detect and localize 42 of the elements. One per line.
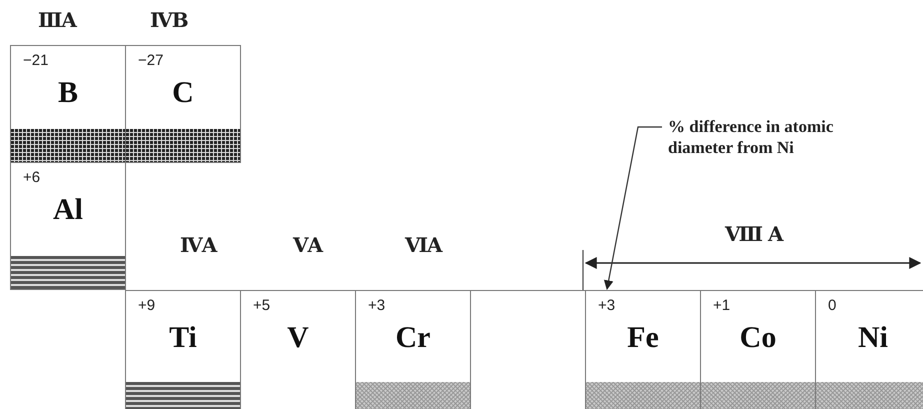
- diameter-difference: +9: [138, 297, 156, 314]
- group-label: ⅤA: [293, 233, 322, 257]
- element-symbol: Co: [738, 321, 778, 355]
- element-symbol: Al: [52, 193, 84, 227]
- element-cell: [585, 290, 701, 409]
- crosshatched-bar: [11, 129, 125, 162]
- group-label: ⅣA: [180, 233, 216, 257]
- striped-bar: [126, 382, 240, 409]
- element-symbol: B: [56, 76, 79, 110]
- element-cell: [700, 290, 816, 409]
- diameter-difference: −27: [138, 52, 164, 69]
- element-symbol: C: [171, 76, 195, 110]
- striped-bar: [11, 256, 125, 289]
- element-cell: [815, 290, 923, 409]
- diameter-difference: +6: [23, 169, 40, 186]
- leader-line: [604, 126, 662, 290]
- dotted-bar: [816, 382, 923, 409]
- element-symbol: Ti: [168, 321, 198, 355]
- diameter-difference: +3: [598, 297, 616, 314]
- group-label: ⅣB: [150, 8, 188, 32]
- element-cell: [125, 290, 241, 409]
- diameter-difference: −21: [23, 52, 48, 69]
- dotted-bar: [356, 382, 470, 409]
- dotted-bar: [586, 382, 700, 409]
- element-cell: [10, 162, 126, 290]
- group-label: ⅥA: [405, 233, 442, 257]
- diameter-difference: +1: [713, 297, 730, 314]
- crosshatched-bar: [126, 129, 240, 162]
- dotted-bar: [701, 382, 815, 409]
- element-symbol: Fe: [626, 321, 660, 355]
- diameter-difference: 0: [828, 297, 836, 314]
- annotation-text: % difference in atomic diameter from Ni: [668, 116, 888, 158]
- element-symbol: V: [286, 321, 310, 355]
- group-label: ⅢA: [38, 8, 76, 32]
- diameter-difference: +5: [253, 297, 270, 314]
- element-cell: [355, 290, 471, 409]
- diameter-difference: +3: [368, 297, 386, 314]
- element-symbol: Cr: [394, 321, 432, 355]
- element-symbol: Ni: [857, 321, 889, 355]
- element-cell: [10, 45, 126, 163]
- group-label: Ⅷ A: [725, 222, 782, 246]
- element-cell: [125, 45, 241, 163]
